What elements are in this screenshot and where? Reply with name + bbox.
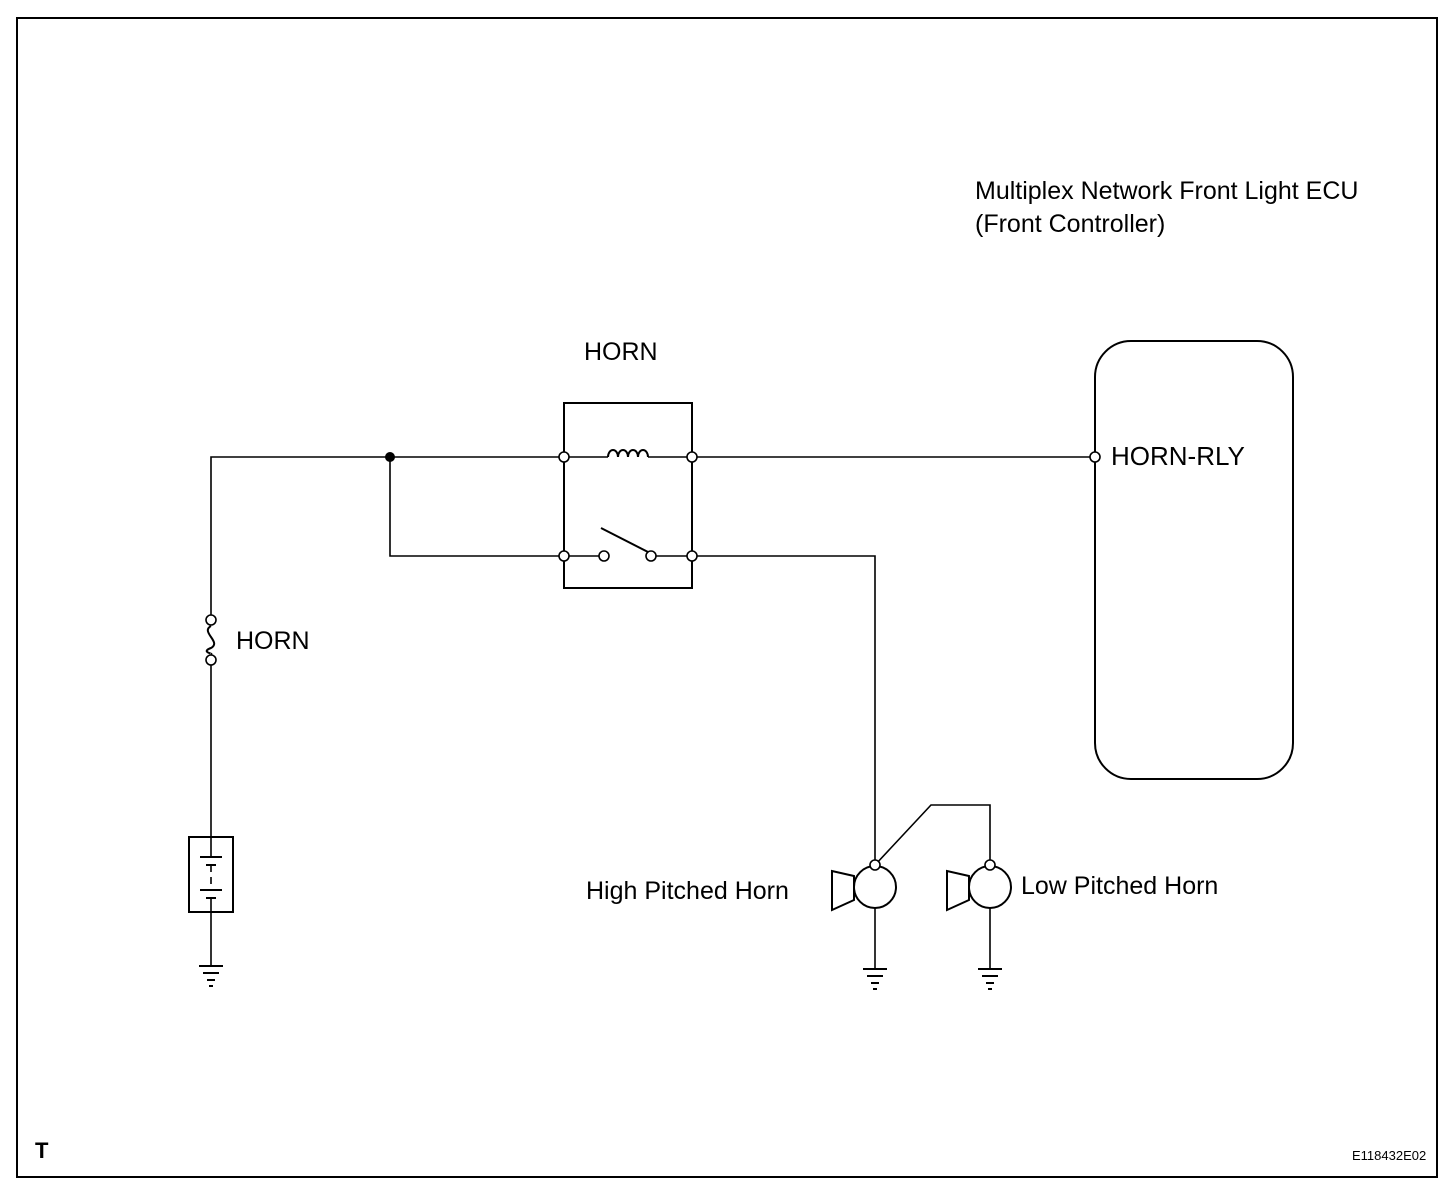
ecu-title-line1: Multiplex Network Front Light ECU xyxy=(975,177,1358,205)
fuse-icon xyxy=(205,614,217,666)
battery-icon xyxy=(188,836,234,913)
figure-code: E118432E02 xyxy=(1352,1148,1426,1163)
diagram-frame xyxy=(16,17,1438,1178)
ecu-title-line2: (Front Controller) xyxy=(975,210,1165,238)
relay-terminal xyxy=(558,550,570,562)
fuse-label: HORN xyxy=(236,627,310,655)
ground-icon xyxy=(978,968,1002,990)
relay-terminal xyxy=(558,451,570,463)
relay-label: HORN xyxy=(584,338,658,366)
ground-icon xyxy=(863,968,887,990)
relay-terminal xyxy=(686,550,698,562)
ecu-terminal-label: HORN-RLY xyxy=(1111,441,1245,471)
relay-box xyxy=(563,402,693,589)
ecu-terminal xyxy=(1089,451,1101,463)
ground-icon xyxy=(199,965,223,987)
ecu-box xyxy=(1094,340,1294,780)
relay-terminal xyxy=(686,451,698,463)
high-horn-label: High Pitched Horn xyxy=(586,877,789,905)
low-pitched-horn-icon xyxy=(946,859,1012,912)
splice-point xyxy=(385,452,395,462)
high-pitched-horn-icon xyxy=(831,859,897,912)
relay-switch-icon xyxy=(564,527,692,562)
low-horn-label: Low Pitched Horn xyxy=(1021,872,1218,900)
wires xyxy=(210,456,1095,969)
corner-mark: T xyxy=(35,1138,49,1163)
relay-coil-icon xyxy=(564,449,692,458)
